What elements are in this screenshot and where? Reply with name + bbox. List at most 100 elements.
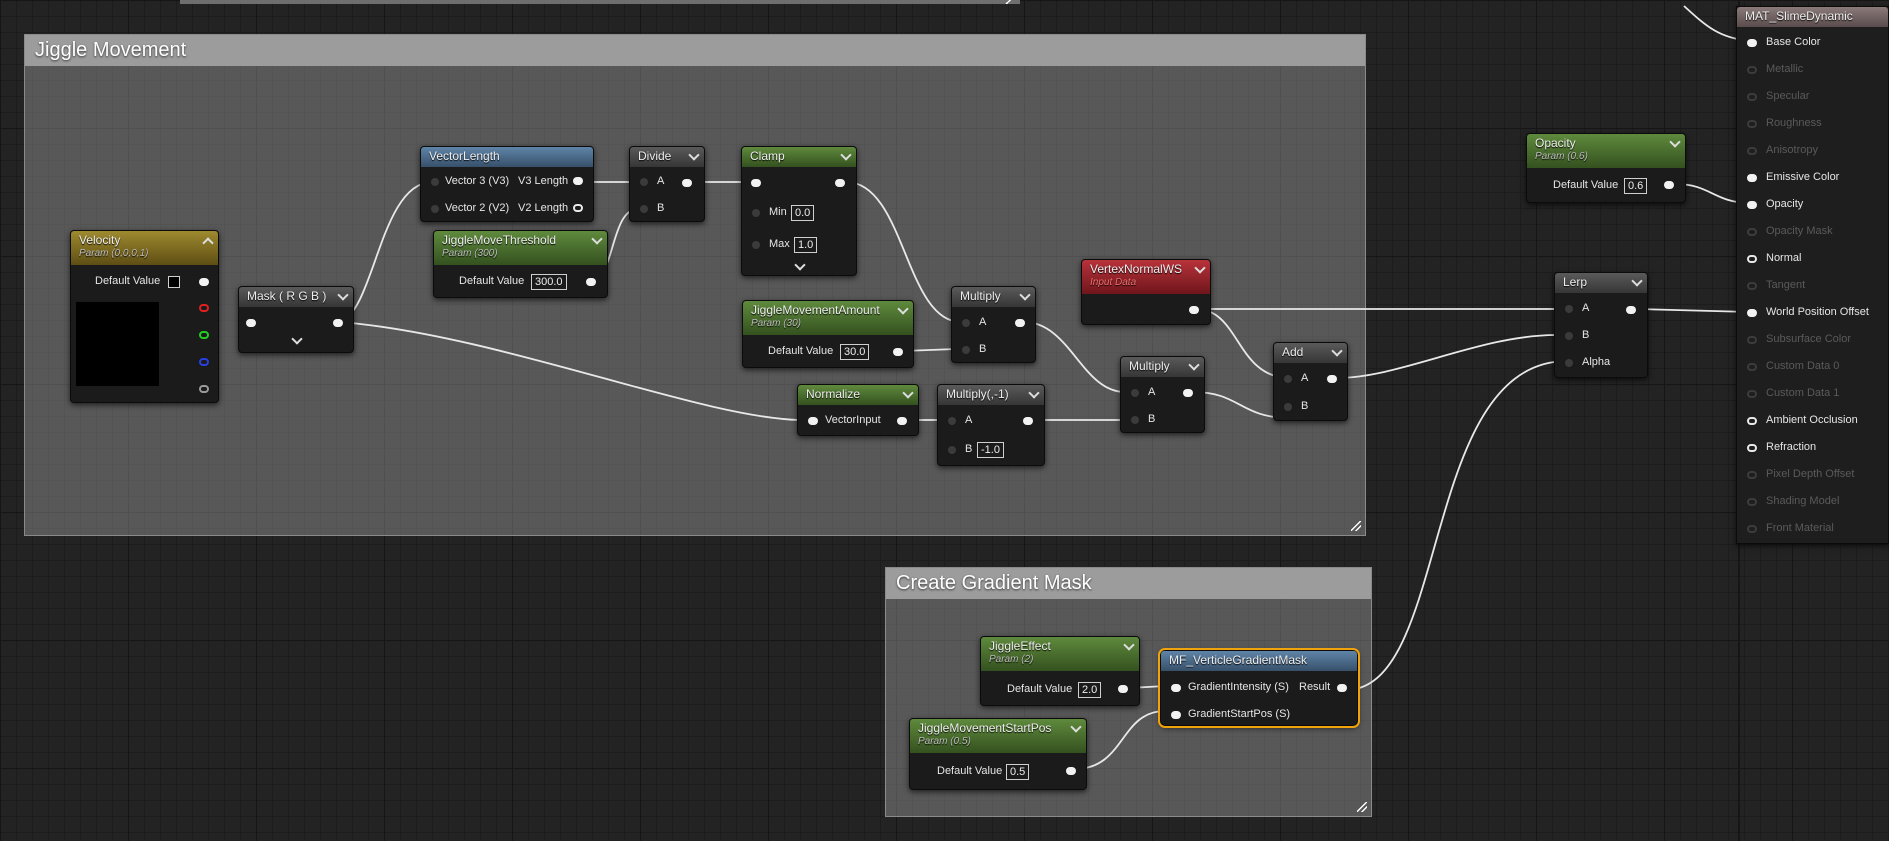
resize-grip-icon[interactable] xyxy=(1357,802,1367,812)
lerp-node[interactable]: Lerp A B Alpha xyxy=(1554,272,1648,378)
chevron-down-icon[interactable] xyxy=(1631,275,1643,287)
material-input-pin[interactable] xyxy=(1747,444,1757,452)
output-pin[interactable] xyxy=(1337,684,1347,692)
node-header[interactable]: Add xyxy=(1274,343,1347,363)
input-pin-v2[interactable] xyxy=(431,205,439,213)
default-value-field[interactable]: 0.6 xyxy=(1624,178,1648,194)
multiply-node[interactable]: Multiply A B xyxy=(1120,356,1205,433)
clamp-node[interactable]: Clamp Min 0.0 Max 1.0 xyxy=(741,146,857,276)
output-pin[interactable] xyxy=(1023,417,1033,425)
jiggle-effect-node[interactable]: JiggleEffect Param (2) Default Value 2.0 xyxy=(980,636,1140,706)
chevron-down-icon[interactable] xyxy=(591,233,603,245)
multiply-negative-node[interactable]: Multiply(,-1) A B -1.0 xyxy=(937,384,1045,466)
node-header[interactable]: MF_VerticleGradientMask xyxy=(1161,651,1357,671)
b-value-field[interactable]: -1.0 xyxy=(977,442,1004,458)
default-value-field[interactable]: 300.0 xyxy=(531,274,567,290)
input-pin-max[interactable] xyxy=(752,241,760,249)
input-pin-b[interactable] xyxy=(962,346,970,354)
input-pin-a[interactable] xyxy=(948,417,956,425)
output-pin[interactable] xyxy=(682,179,692,187)
node-header[interactable]: MAT_SlimeDynamic xyxy=(1737,7,1888,27)
material-input-pin[interactable] xyxy=(1747,39,1757,47)
output-pin[interactable] xyxy=(1118,685,1128,693)
node-header[interactable]: Opacity Param (0.6) xyxy=(1527,134,1685,168)
resize-grip-icon[interactable] xyxy=(1351,521,1361,531)
material-input-pin[interactable] xyxy=(1747,390,1757,398)
jiggle-move-threshold-node[interactable]: JiggleMoveThreshold Param (300) Default … xyxy=(433,230,608,298)
jiggle-movement-amount-node[interactable]: JiggleMovementAmount Param (30) Default … xyxy=(742,300,914,368)
resize-grip-icon[interactable] xyxy=(1004,0,1016,4)
material-input-pin[interactable] xyxy=(1747,471,1757,479)
output-pin[interactable] xyxy=(893,348,903,356)
color-swatch[interactable] xyxy=(168,276,180,288)
output-pin[interactable] xyxy=(333,319,343,327)
add-node[interactable]: Add A B xyxy=(1273,342,1348,421)
input-pin-a[interactable] xyxy=(1284,375,1292,383)
jiggle-movement-start-pos-node[interactable]: JiggleMovementStartPos Param (0.5) Defau… xyxy=(909,718,1087,790)
input-pin-min[interactable] xyxy=(752,209,760,217)
material-input-pin[interactable] xyxy=(1747,282,1757,290)
input-pin-a[interactable] xyxy=(1131,389,1139,397)
node-header[interactable]: VertexNormalWS Input Data xyxy=(1082,260,1210,294)
material-input-pin[interactable] xyxy=(1747,66,1757,74)
chevron-down-icon[interactable] xyxy=(1019,289,1031,301)
material-input-pin[interactable] xyxy=(1747,336,1757,344)
default-value-field[interactable]: 0.5 xyxy=(1006,764,1030,780)
input-pin[interactable] xyxy=(751,179,761,187)
node-header[interactable]: Multiply(,-1) xyxy=(938,385,1044,405)
input-pin-b[interactable] xyxy=(640,205,648,213)
output-pin-r[interactable] xyxy=(199,304,209,312)
output-pin[interactable] xyxy=(897,417,907,425)
output-pin-v2[interactable] xyxy=(573,204,583,212)
output-pin-g[interactable] xyxy=(199,331,209,339)
input-pin[interactable] xyxy=(246,319,256,327)
chevron-down-icon[interactable] xyxy=(291,333,303,345)
input-pin-a[interactable] xyxy=(1565,305,1573,313)
material-input-pin[interactable] xyxy=(1747,363,1757,371)
material-input-pin[interactable] xyxy=(1747,498,1757,506)
node-header[interactable]: JiggleMovementAmount Param (30) xyxy=(743,301,913,335)
node-header[interactable]: Multiply xyxy=(1121,357,1204,377)
input-pin-b[interactable] xyxy=(1565,332,1573,340)
material-input-pin[interactable] xyxy=(1747,93,1757,101)
default-value-field[interactable]: 30.0 xyxy=(840,344,870,360)
chevron-down-icon[interactable] xyxy=(840,149,852,161)
material-input-pin[interactable] xyxy=(1747,309,1757,317)
node-header[interactable]: Velocity Param (0,0,0,1) xyxy=(71,231,218,265)
gradient-mask-function-node[interactable]: MF_VerticleGradientMask GradientIntensit… xyxy=(1158,648,1360,728)
material-input-pin[interactable] xyxy=(1747,174,1757,182)
output-pin[interactable] xyxy=(1664,181,1674,189)
chevron-up-icon[interactable] xyxy=(202,237,214,249)
node-header[interactable]: Lerp xyxy=(1555,273,1647,293)
input-pin-b[interactable] xyxy=(1284,403,1292,411)
material-input-pin[interactable] xyxy=(1747,120,1757,128)
input-pin-intensity[interactable] xyxy=(1171,684,1181,692)
node-header[interactable]: JiggleMoveThreshold Param (300) xyxy=(434,231,607,265)
output-pin[interactable] xyxy=(1183,389,1193,397)
comment-title[interactable]: Jiggle Movement xyxy=(25,35,1365,66)
chevron-down-icon[interactable] xyxy=(1028,387,1040,399)
output-pin[interactable] xyxy=(586,278,596,286)
multiply-node[interactable]: Multiply A B xyxy=(951,286,1036,363)
chevron-down-icon[interactable] xyxy=(1331,345,1343,357)
normalize-node[interactable]: Normalize VectorInput xyxy=(797,384,919,436)
node-header[interactable]: JiggleEffect Param (2) xyxy=(981,637,1139,671)
material-input-pin[interactable] xyxy=(1747,147,1757,155)
output-pin[interactable] xyxy=(1327,375,1337,383)
default-value-field[interactable]: 2.0 xyxy=(1078,682,1102,698)
vertex-normal-ws-node[interactable]: VertexNormalWS Input Data xyxy=(1081,259,1211,325)
node-header[interactable]: Divide xyxy=(630,147,704,167)
opacity-node[interactable]: Opacity Param (0.6) Default Value 0.6 xyxy=(1526,133,1686,203)
output-pin-rgba[interactable] xyxy=(199,278,209,286)
node-header[interactable]: Clamp xyxy=(742,147,856,167)
output-pin-a[interactable] xyxy=(199,385,209,393)
comment-title[interactable]: Create Gradient Mask xyxy=(886,568,1371,599)
material-input-pin[interactable] xyxy=(1747,201,1757,209)
input-pin[interactable] xyxy=(808,417,818,425)
output-pin-v3[interactable] xyxy=(573,177,583,185)
node-header[interactable]: Multiply xyxy=(952,287,1035,307)
input-pin-v3[interactable] xyxy=(431,178,439,186)
material-input-pin[interactable] xyxy=(1747,525,1757,533)
input-pin-start-pos[interactable] xyxy=(1171,711,1181,719)
